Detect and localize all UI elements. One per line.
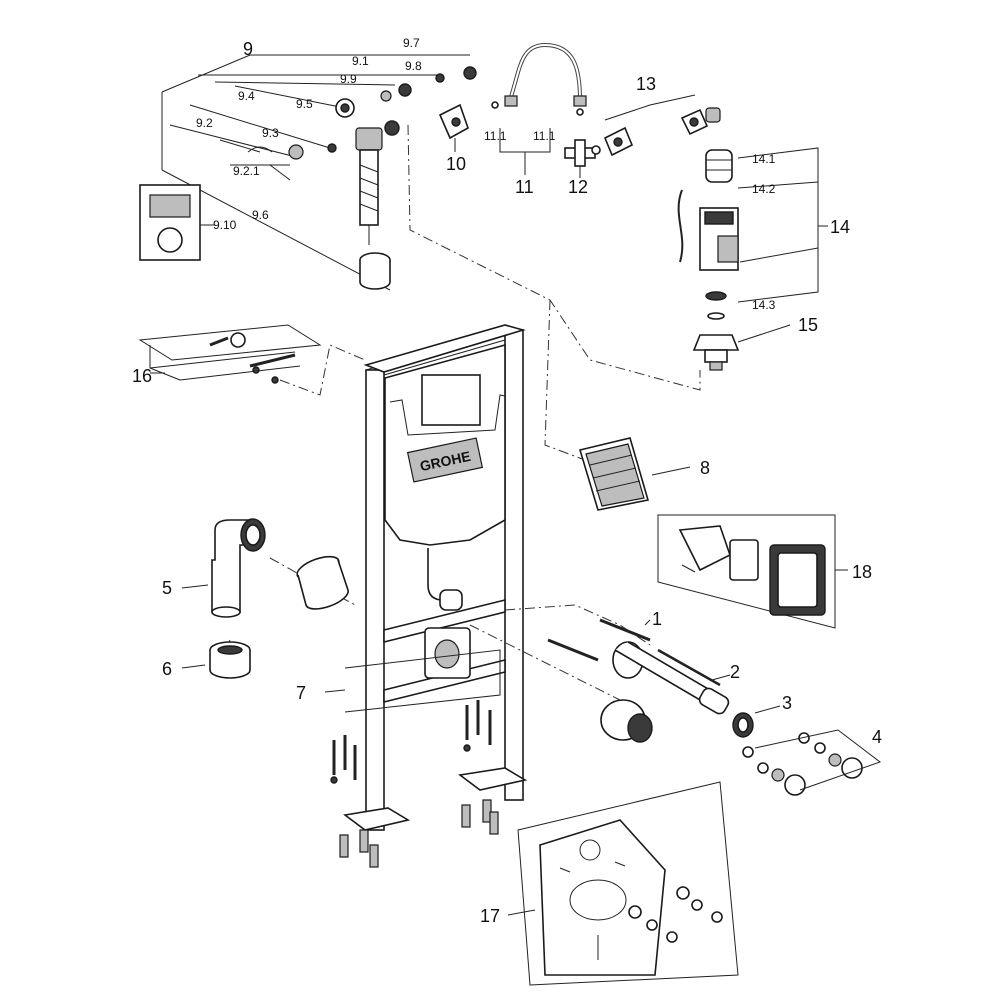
label-9-10: 9.10 <box>213 218 237 232</box>
nuts-and-washers <box>742 732 863 796</box>
drain-valve <box>692 334 740 371</box>
inspection-opening <box>421 374 481 426</box>
label-14-3: 14.3 <box>752 298 776 312</box>
label-11-1-b: 11.1 <box>533 129 556 143</box>
label-10: 10 <box>446 154 466 174</box>
wall-bracket-kit <box>138 324 322 384</box>
callout-labels: 9 9.7 9.1 9.8 9.9 9.4 9.5 9.2 9.3 9.2.1 … <box>132 36 882 926</box>
label-12: 12 <box>568 177 588 197</box>
label-9-3: 9.3 <box>262 126 279 140</box>
label-9-2: 9.2 <box>196 116 213 130</box>
angle-valve <box>438 103 469 140</box>
label-18: 18 <box>852 562 872 582</box>
flush-valve <box>677 149 739 320</box>
tee-connector <box>564 139 596 167</box>
sound-insulation-mat <box>517 781 739 986</box>
elbow-pipe <box>211 518 266 618</box>
pipe-cap <box>209 641 251 679</box>
label-9-2-1: 9.2.1 <box>233 164 260 178</box>
label-11-1-a: 11.1 <box>484 129 507 143</box>
label-7: 7 <box>296 683 306 703</box>
actuator-plate-set <box>657 514 836 629</box>
drain-pipe <box>612 641 730 715</box>
label-9-4: 9.4 <box>238 89 255 103</box>
connector-plates <box>591 107 721 157</box>
label-17: 17 <box>480 906 500 926</box>
filter-sleeve-body <box>359 260 391 290</box>
washer <box>327 143 337 153</box>
label-2: 2 <box>730 662 740 682</box>
label-9-9: 9.9 <box>340 72 357 86</box>
label-9-1: 9.1 <box>352 54 369 68</box>
label-8: 8 <box>700 458 710 478</box>
connector-sleeve <box>296 555 349 610</box>
label-9-6: 9.6 <box>252 208 269 222</box>
threaded-rods <box>547 618 721 687</box>
brand-plate <box>406 437 484 483</box>
fill-valve-group <box>139 54 477 291</box>
label-4: 4 <box>872 727 882 747</box>
installation-frame: GROHE <box>343 324 528 831</box>
label-9-7: 9.7 <box>403 36 420 50</box>
screws-and-dowels <box>330 700 499 868</box>
clip <box>247 146 273 153</box>
label-13: 13 <box>636 74 656 94</box>
label-15: 15 <box>798 315 818 335</box>
nut <box>288 144 304 160</box>
access-box <box>578 437 650 511</box>
left-foot <box>343 807 411 831</box>
label-5: 5 <box>162 578 172 598</box>
label-6: 6 <box>162 659 172 679</box>
label-1: 1 <box>652 609 662 629</box>
label-11: 11 <box>515 177 534 197</box>
label-14: 14 <box>830 217 850 237</box>
label-9: 9 <box>243 39 253 59</box>
label-14-1: 14.1 <box>752 152 776 166</box>
flex-hose <box>491 42 587 116</box>
label-3: 3 <box>782 693 792 713</box>
coupling <box>732 712 754 738</box>
label-14-2: 14.2 <box>752 182 776 196</box>
label-9-5: 9.5 <box>296 97 313 111</box>
label-9-8: 9.8 <box>405 59 422 73</box>
right-foot <box>458 767 528 791</box>
label-16: 16 <box>132 366 152 386</box>
valve-body <box>355 120 400 245</box>
outlet-cone <box>600 699 653 743</box>
